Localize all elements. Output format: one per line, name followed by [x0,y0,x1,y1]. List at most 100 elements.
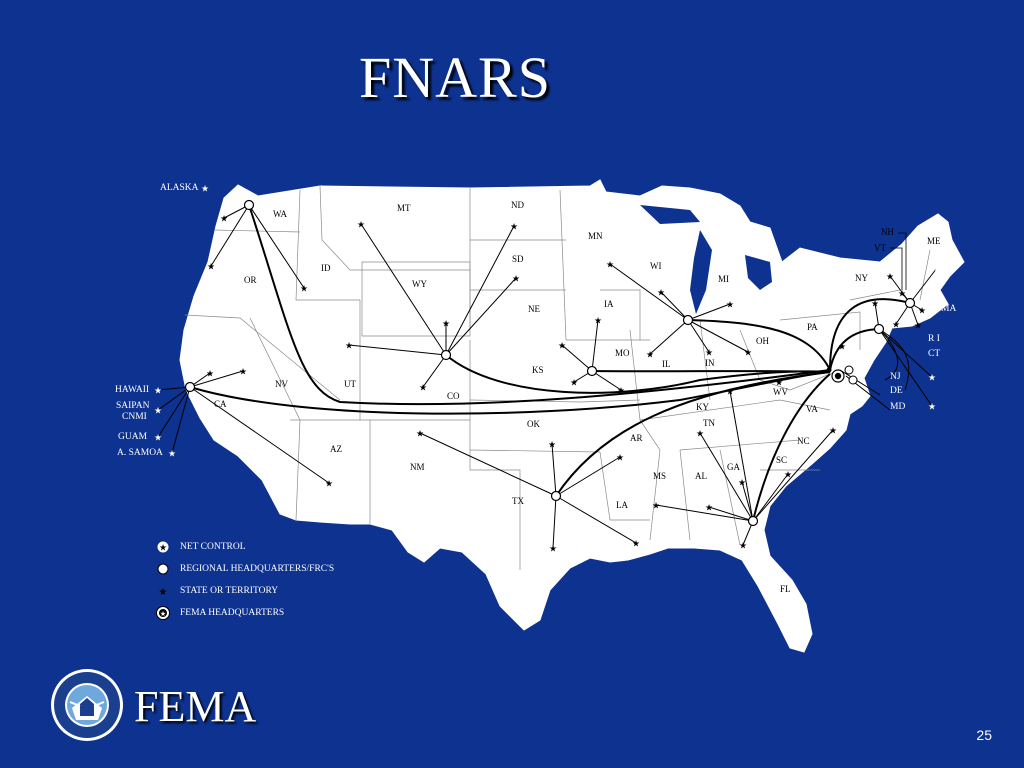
star-icon: ★ [738,478,746,488]
regional-hq-icon [184,381,196,393]
svg-text:KS: KS [532,365,544,375]
svg-text:LA: LA [616,500,628,510]
svg-text:WY: WY [412,279,427,289]
star-icon: ★ [775,378,783,388]
star-icon: ★ [928,373,936,383]
legend-label: NET CONTROL [180,542,246,552]
fema-hq-marker [826,365,858,385]
svg-text:ALASKA: ALASKA [160,183,199,193]
svg-text:HAWAII: HAWAII [115,385,149,395]
star-icon: ★ [933,264,941,274]
page-number: 25 [976,727,992,743]
svg-text:VT: VT [874,243,886,253]
regional-hq-icon [682,314,694,326]
svg-text:MS: MS [653,471,666,481]
star-icon: ★ [442,319,450,329]
star-icon: ★ [154,386,162,396]
star-icon: ★ [510,222,518,232]
east-callout-labels: NH VT R I CT NJ DE MD [874,227,940,412]
star-icon: ★ [606,260,614,270]
star-icon: ★ [829,426,837,436]
us-land-outline [179,179,965,653]
svg-text:AR: AR [630,433,643,443]
svg-text:MO: MO [615,348,630,358]
svg-text:ID: ID [321,263,331,273]
star-icon: ★ [206,369,214,379]
star-icon: ★ [928,402,936,412]
star-icon: ★ [548,440,556,450]
star-icon: ★ [705,348,713,358]
svg-text:TX: TX [512,496,524,506]
svg-text:FL: FL [780,584,791,594]
star-icon: ★ [726,387,734,397]
star-icon: ★ [838,342,846,352]
svg-text:ME: ME [927,236,941,246]
regional-hq-icon [586,365,598,377]
star-icon: ★ [239,367,247,377]
star-icon: ★ [652,501,660,511]
svg-text:IA: IA [604,299,614,309]
svg-text:WA: WA [273,209,287,219]
svg-text:★: ★ [159,587,168,597]
svg-text:MN: MN [588,231,603,241]
star-icon: ★ [549,544,557,554]
svg-text:GUAM: GUAM [118,432,148,442]
star-icon: ★ [594,316,602,326]
svg-text:NV: NV [275,379,288,389]
state-markers: ★★★★★★★★★★★★★★★★★★★★★★★★★★★★★★★★★★★★★★★★… [154,184,941,554]
svg-text:ND: ND [511,200,524,210]
svg-text:OH: OH [756,336,769,346]
star-icon: ★ [156,584,170,598]
svg-text:IN: IN [705,358,715,368]
svg-text:UT: UT [344,379,356,389]
svg-text:MA: MA [941,304,956,314]
territory-labels: ALASKA HAWAII SAIPAN CNMI GUAM A. SAMOA [115,183,199,458]
regional-hq-icon [550,490,562,502]
star-icon: ★ [705,503,713,513]
svg-text:GA: GA [727,462,740,472]
regional-hq-icon [440,349,452,361]
star-icon: ★ [220,214,228,224]
net-control-icon: ★ [156,540,170,554]
network-lines [157,204,938,549]
svg-text:MD: MD [890,402,905,412]
star-icon: ★ [739,541,747,551]
star-icon: ★ [558,341,566,351]
svg-text:TN: TN [703,418,715,428]
star-icon: ★ [784,470,792,480]
svg-text:SAIPAN: SAIPAN [116,401,150,411]
star-icon: ★ [892,320,900,330]
legend-net-control: ★ NET CONTROL [156,536,334,558]
regional-hq-icon [747,515,759,527]
svg-text:NY: NY [855,273,868,283]
star-icon: ★ [696,429,704,439]
map-legend: ★ NET CONTROL REGIONAL HEADQUARTERS/FRC'… [156,536,334,624]
slide-title: FNARS [359,45,551,110]
star-icon: ★ [154,433,162,443]
svg-text:NM: NM [410,462,425,472]
svg-text:OK: OK [527,419,540,429]
svg-text:CA: CA [214,399,227,409]
svg-text:AL: AL [695,471,707,481]
star-icon: ★ [419,383,427,393]
svg-text:KY: KY [696,402,709,412]
regional-hq-icon [156,562,170,576]
star-icon: ★ [871,299,879,309]
state-labels: WA OR ID MT WY ND SD NE MN WI MI IA IL I… [214,200,956,594]
regional-hq-markers [184,199,916,527]
svg-text:R I: R I [928,334,940,344]
star-icon: ★ [617,386,625,396]
svg-text:SD: SD [512,254,524,264]
legend-label: FEMA HEADQUARTERS [180,608,285,618]
legend-state: ★ STATE OR TERRITORY [156,580,334,602]
star-icon: ★ [898,289,906,299]
svg-text:IL: IL [662,359,671,369]
svg-text:MT: MT [397,203,411,213]
legend-label: REGIONAL HEADQUARTERS/FRC'S [180,564,335,574]
dhs-seal-logo [50,668,124,747]
svg-text:OR: OR [244,275,257,285]
svg-text:SC: SC [776,455,787,465]
svg-text:PA: PA [807,322,818,332]
svg-text:NJ: NJ [890,372,901,382]
svg-text:AZ: AZ [330,444,342,454]
